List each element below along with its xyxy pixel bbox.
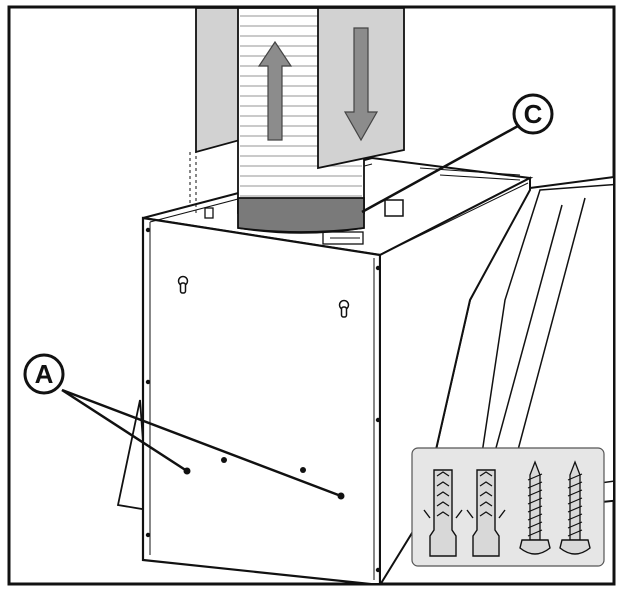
- callout-c-leader: [361, 124, 519, 214]
- keyhole-slot-left: [177, 275, 189, 294]
- fixings-kit-panel: [411, 447, 605, 567]
- top-components: [204, 167, 521, 245]
- wall-plug-1: [423, 469, 463, 557]
- callout-a-label: A: [35, 359, 54, 389]
- flexible-duct: [237, 8, 365, 234]
- keyhole-slot-right: [338, 299, 350, 318]
- callout-c: C: [512, 93, 554, 135]
- callout-a: A: [23, 353, 65, 395]
- callout-a-leaders: [61, 388, 342, 498]
- wall-plug-2: [466, 469, 506, 557]
- arrow-up-icon: [257, 40, 293, 141]
- callout-c-label: C: [524, 99, 543, 129]
- screw-1: [519, 460, 551, 555]
- arrow-down-icon: [343, 27, 379, 142]
- hood-glass-panel: [418, 176, 613, 522]
- screw-2: [559, 460, 591, 555]
- front-rivets: [145, 227, 381, 573]
